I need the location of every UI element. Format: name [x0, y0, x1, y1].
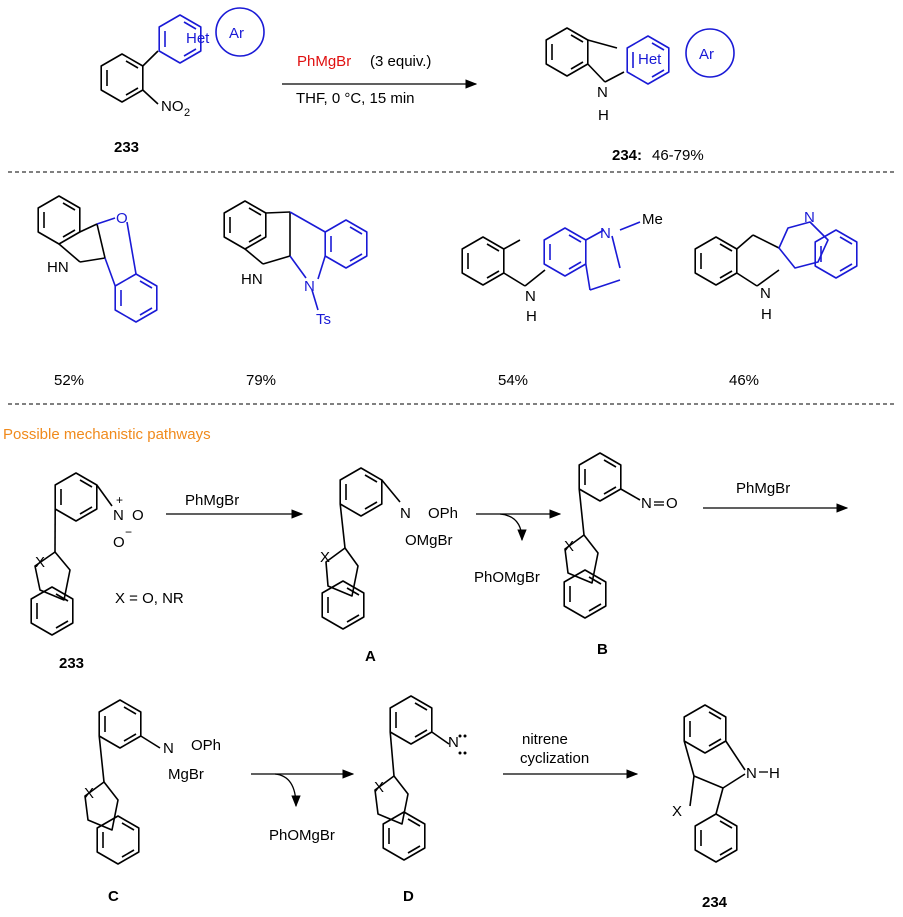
intermediate-d-structure: N X D — [374, 695, 467, 905]
ex3-yield: 54% — [498, 372, 528, 389]
leaving-group-2: PhOMgBr — [269, 827, 335, 844]
ex4-yield: 46% — [729, 372, 759, 389]
x-atom-c: X — [84, 785, 94, 802]
x-definition: X = O, NR — [115, 590, 184, 607]
x-atom-d: X — [374, 779, 384, 796]
mech-234-structure: N H X 234 — [672, 704, 780, 911]
step4-arrow: PhOMgBr — [251, 769, 355, 844]
ex2-ts: Ts — [316, 311, 331, 328]
mechanism-heading: Possible mechanistic pathways — [3, 426, 211, 443]
intermediate-c-structure: N OPh MgBr X C — [84, 699, 221, 905]
h-label: H — [598, 107, 609, 124]
product-h: H — [769, 765, 780, 782]
intermediate-b-structure: N O X B — [563, 452, 678, 658]
intermediate-c-label: C — [108, 888, 119, 905]
ex1-oxygen: O — [116, 210, 128, 227]
step1-arrow: PhMgBr — [166, 492, 304, 519]
ar-label: Ar — [229, 25, 244, 42]
ex4-nh: N — [760, 285, 771, 302]
product-nh: N — [746, 765, 757, 782]
nh-label: N — [597, 84, 608, 101]
ex3-methyl: Me — [642, 211, 663, 228]
step3-line2: cyclization — [520, 750, 589, 767]
intermediate-a-label: A — [365, 648, 376, 665]
ex1-nh: HN — [47, 259, 69, 276]
x-atom-b: X — [564, 538, 574, 555]
ex4-h: H — [761, 306, 772, 323]
product-yield: 46-79% — [652, 147, 704, 164]
ex2-nitrogen: N — [304, 278, 315, 295]
compound-234-structure: Het Ar N H 234: 46-79% — [545, 27, 735, 164]
step1-reagent: PhMgBr — [185, 492, 239, 509]
no2-label: NO — [161, 98, 184, 115]
example-1-structure: HN O 52% — [37, 195, 158, 389]
intermediate-d-label: D — [403, 888, 414, 905]
nitro-plus: + — [116, 493, 123, 507]
compound-233-structure: Het Ar NO 2 233 — [100, 7, 265, 156]
aryl-ring-product — [685, 28, 735, 78]
intermediate-a-structure: N OPh OMgBr X A — [320, 467, 458, 665]
nitro-o2: O — [113, 534, 125, 551]
step2-reagent: PhMgBr — [736, 480, 790, 497]
ex3-h: H — [526, 308, 537, 325]
ex1-yield: 52% — [54, 372, 84, 389]
reagent-label: PhMgBr — [297, 53, 351, 70]
ex2-nh: HN — [241, 271, 263, 288]
equiv-label: (3 equiv.) — [370, 53, 431, 70]
compound-234-label: 234: — [612, 147, 642, 164]
ex3-nitrogen: N — [600, 225, 611, 242]
c-oph: OPh — [191, 737, 221, 754]
top-reaction-arrow: PhMgBr (3 equiv.) THF, 0 °C, 15 min — [282, 53, 478, 107]
example-2-structure: HN N Ts 79% — [223, 200, 368, 389]
intermediate-b-label: B — [597, 641, 608, 658]
example-4-structure: N N H 46% — [694, 209, 858, 389]
het-label-product: Het — [638, 51, 662, 68]
b-nitrogen: N — [641, 495, 652, 512]
b-oxygen: O — [666, 495, 678, 512]
nitro-n: N — [113, 507, 124, 524]
ex3-nh: N — [525, 288, 536, 305]
compound-233-label: 233 — [114, 139, 139, 156]
c-nitrogen: N — [163, 740, 174, 757]
a-omgbr: OMgBr — [405, 532, 453, 549]
ex4-nitrogen: N — [804, 209, 815, 226]
no2-subscript: 2 — [184, 107, 190, 119]
ar-label-product: Ar — [699, 46, 714, 63]
example-3-structure: N Me N H 54% — [461, 211, 663, 389]
step5-arrow: nitrene cyclization — [503, 731, 639, 779]
d-nitrogen: N — [448, 734, 459, 751]
nitro-o1: O — [132, 507, 144, 524]
mech-234-label: 234 — [702, 894, 728, 911]
step3-line1: nitrene — [522, 731, 568, 748]
a-nitrogen: N — [400, 505, 411, 522]
mech-233-structure: N + O O − X X = O, NR 233 — [30, 472, 184, 672]
x-atom-a: X — [320, 549, 330, 566]
a-oph: OPh — [428, 505, 458, 522]
conditions-label: THF, 0 °C, 15 min — [296, 90, 415, 107]
x-atom-233: X — [35, 554, 45, 571]
nitro-minus: − — [125, 525, 132, 539]
step3-arrow: PhMgBr — [703, 480, 849, 513]
ex2-yield: 79% — [246, 372, 276, 389]
mech-233-label: 233 — [59, 655, 84, 672]
step2-arrow: PhOMgBr — [474, 509, 562, 586]
het-label: Het — [186, 30, 210, 47]
aryl-ring — [215, 7, 265, 57]
c-mgbr: MgBr — [168, 766, 204, 783]
leaving-group-1: PhOMgBr — [474, 569, 540, 586]
x-atom-product: X — [672, 803, 682, 820]
